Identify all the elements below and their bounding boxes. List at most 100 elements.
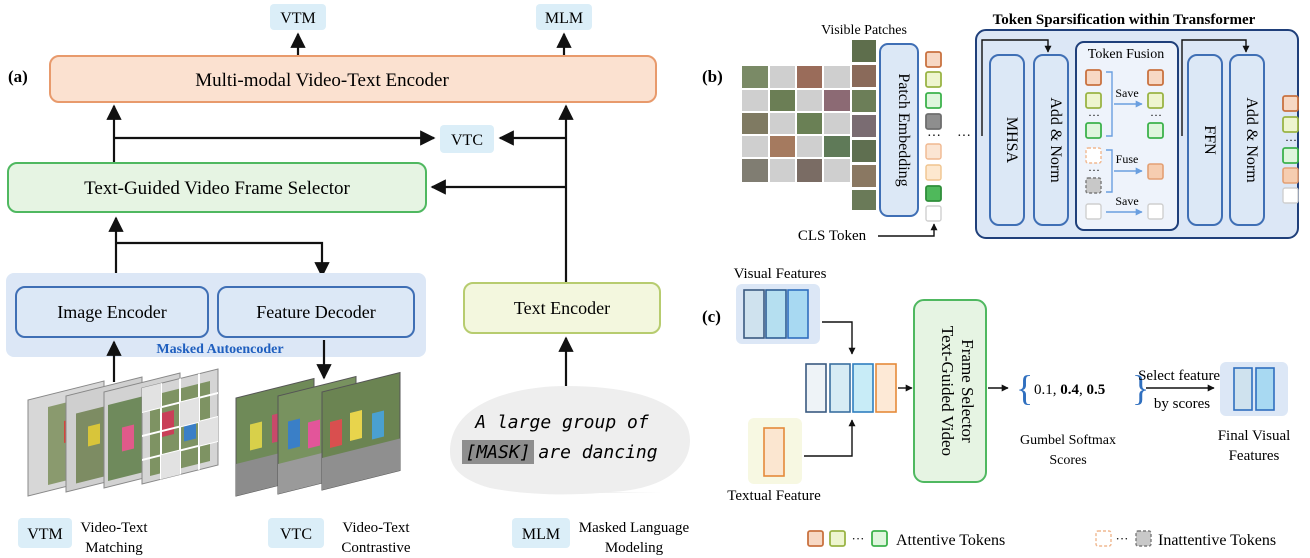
- patch-embedding-label: Patch Embedding: [895, 73, 912, 186]
- visible-patches-label: Visible Patches: [821, 23, 907, 38]
- add-norm-1-box: [1033, 54, 1069, 226]
- tokens-ellipsis: ···: [927, 129, 941, 144]
- text-encoder-box: Text Encoder: [463, 282, 661, 334]
- selector-c-line2: Frame Selector: [958, 339, 977, 443]
- fuse-label: Fuse: [1116, 152, 1139, 166]
- score-value-3: 0.5: [1087, 382, 1106, 398]
- arrow-to-feature-decoder: [116, 241, 330, 278]
- select-features-line1: Select features: [1138, 368, 1226, 384]
- legend-inattentive-ellipsis: ···: [1116, 531, 1129, 546]
- mlm-output-label: MLM: [545, 10, 583, 27]
- legend-vtc-line1: Video-Text: [342, 520, 410, 536]
- vtm-output-label: VTM: [280, 10, 316, 27]
- legend-mlm-line1: Masked Language: [579, 520, 690, 536]
- final-visual-features: [1220, 362, 1288, 416]
- scores-brace-close: }: [1132, 368, 1149, 408]
- panel-b-label: (b): [702, 67, 723, 86]
- residual-arrow-2: [1181, 39, 1250, 136]
- add-norm-2-box: [1229, 54, 1265, 226]
- arrow-cls-token: [878, 223, 938, 237]
- legend-vtm-line1: Video-Text: [80, 520, 148, 536]
- flow-ellipsis: ···: [957, 129, 971, 144]
- transformer-block: MHSA Add & Norm Token Fusion ··· ··· Sav…: [975, 29, 1299, 239]
- gumbel-caption-line2: Scores: [1049, 453, 1086, 468]
- mhsa-box: [989, 54, 1025, 226]
- residual-arrow-1: [981, 39, 1052, 136]
- reconstructed-video-frames: [235, 371, 401, 497]
- legend-inattentive-label: Inattentive Tokens: [1158, 532, 1276, 549]
- final-features-line1: Final Visual: [1218, 428, 1291, 444]
- caption-bubble: A large group of [MASK] are dancing: [450, 386, 690, 495]
- frame-selector-label: Text-Guided Video Frame Selector: [84, 178, 350, 199]
- add-norm-1-label: Add & Norm: [1047, 97, 1064, 183]
- masked-autoencoder-label: Masked Autoencoder: [156, 342, 283, 357]
- final-features-line2: Features: [1229, 448, 1280, 464]
- concatenated-features: [805, 363, 897, 413]
- ffn-label: FFN: [1201, 125, 1218, 155]
- text-encoder-label: Text Encoder: [514, 298, 610, 318]
- arrow-visual-features: [822, 321, 856, 355]
- add-norm-2-label: Add & Norm: [1243, 97, 1260, 183]
- arrow-textual-feature: [804, 419, 856, 457]
- score-value-1: 0.1,: [1034, 382, 1060, 398]
- gumbel-caption-line1: Gumbel Softmax: [1020, 433, 1116, 448]
- fusion-ellipsis-1: ···: [1088, 108, 1100, 122]
- patch-embedding-box: Patch Embedding: [879, 43, 919, 217]
- panel-a-label: (a): [8, 67, 28, 86]
- score-separator: ,: [1079, 382, 1087, 398]
- multimodal-encoder-box: Multi-modal Video-Text Encoder: [49, 55, 657, 103]
- image-encoder-box: [15, 286, 209, 338]
- legend-mlm-abbr: MLM: [522, 526, 560, 543]
- token-legend: ··· Attentive Tokens ··· Inattentive Tok…: [807, 530, 1276, 549]
- legend-vtm-abbr: VTM: [27, 526, 63, 543]
- legend-mlm-line2: Modeling: [605, 540, 664, 556]
- embedding-tokens: ···: [925, 51, 942, 222]
- caption-line-1: A large group of: [474, 412, 649, 433]
- scores-brace-open: {: [1016, 368, 1033, 408]
- token-fusion-label: Token Fusion: [1088, 47, 1164, 62]
- textual-feature-label: Textual Feature: [727, 488, 821, 504]
- legend-vtc-abbr: VTC: [280, 526, 312, 543]
- token-sparsification-title: Token Sparsification within Transformer: [993, 12, 1256, 28]
- legend-attentive-label: Attentive Tokens: [896, 532, 1005, 549]
- ffn-box: [1187, 54, 1223, 226]
- visual-features-group: [736, 284, 820, 344]
- masked-autoencoder-container: Image Encoder Feature Decoder Masked Aut…: [6, 273, 426, 357]
- visual-features-label: Visual Features: [734, 266, 827, 282]
- score-value-2: 0.4: [1060, 382, 1079, 398]
- output-tokens: ···: [1282, 95, 1299, 204]
- vtm-output-badge: VTM: [270, 4, 326, 30]
- feature-decoder-box: [217, 286, 415, 338]
- multimodal-encoder-label: Multi-modal Video-Text Encoder: [195, 70, 449, 91]
- patch-strip: [852, 40, 876, 210]
- save-label-2: Save: [1115, 194, 1138, 208]
- frame-selector-box: Text-Guided Video Frame Selector: [7, 162, 427, 213]
- vtc-output-label: VTC: [451, 132, 483, 149]
- save-label-1: Save: [1115, 86, 1138, 100]
- cls-token-label: CLS Token: [798, 228, 867, 244]
- caption-line-2: are dancing: [538, 442, 657, 463]
- textual-feature-group: [748, 418, 802, 484]
- masked-video-frames: [27, 368, 219, 497]
- mhsa-label: MHSA: [1003, 117, 1020, 164]
- selector-c-box: Text-Guided Video Frame Selector: [913, 299, 987, 483]
- output-ellipsis: ···: [1285, 133, 1297, 147]
- mlm-output-badge: MLM: [536, 4, 592, 30]
- fusion-ellipsis-3: ···: [1150, 108, 1162, 122]
- feature-decoder-label: Feature Decoder: [256, 302, 375, 322]
- patch-grid: [742, 66, 850, 182]
- gumbel-scores: { 0.1, 0.4, 0.5 }: [1016, 368, 1149, 408]
- legend-attentive-ellipsis: ···: [852, 531, 865, 546]
- legend-vtc-line2: Contrastive: [341, 540, 410, 556]
- legend-vtm-line2: Matching: [85, 540, 143, 556]
- select-features-line2: by scores: [1154, 396, 1210, 412]
- vtc-output-badge: VTC: [440, 125, 494, 153]
- scores-values: 0.1, 0.4, 0.5: [1034, 382, 1105, 398]
- task-legend: VTM Video-Text Matching VTC Video-Text C…: [18, 518, 690, 556]
- caption-mask-token: [MASK]: [465, 442, 530, 463]
- fusion-ellipsis-2: ···: [1088, 163, 1100, 177]
- image-encoder-label: Image Encoder: [57, 302, 166, 322]
- selector-c-line1: Text-Guided Video: [938, 326, 957, 456]
